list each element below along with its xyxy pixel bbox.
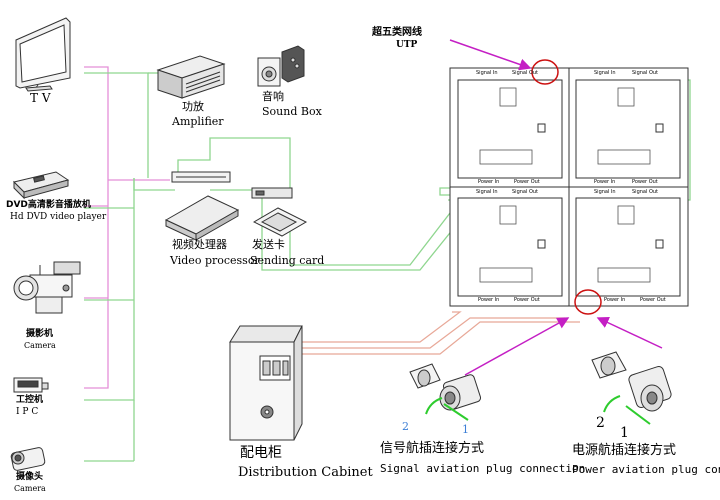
port-signal-in-2: Signal In — [594, 70, 616, 76]
ipc-label-cn: 工控机 — [16, 395, 44, 405]
utp-label-cn: 超五类网线 — [372, 27, 422, 38]
port-signal-out-1: Signal Out — [512, 70, 539, 76]
sending-card-label-en: Sending card — [250, 254, 325, 267]
port-power-out-4: Power Out — [640, 297, 666, 303]
sound-box-label-en: Sound Box — [262, 105, 322, 118]
signal-plug-label-cn: 信号航插连接方式 — [380, 441, 485, 456]
ipc-device — [13, 377, 49, 393]
tv-device — [15, 17, 71, 92]
sending-card-label-cn: 发送卡 — [252, 238, 285, 251]
callout-lines — [449, 39, 663, 376]
amplifier-label-cn: 功放 — [182, 100, 204, 113]
power-step-2: 2 — [596, 415, 605, 431]
dvd-player-device — [13, 171, 70, 200]
power-aviation-plug — [591, 351, 672, 412]
port-power-out-2: Power Out — [632, 179, 658, 185]
distribution-cabinet-label-cn: 配电柜 — [240, 445, 282, 461]
distribution-cabinet-device — [229, 325, 303, 441]
port-signal-out-3: Signal Out — [512, 189, 539, 195]
camera-label-cn: 摄影机 — [26, 329, 54, 339]
port-power-in-4: Power In — [604, 297, 626, 303]
signal-step-2: 2 — [402, 420, 409, 433]
webcam-device — [10, 447, 46, 471]
webcam-label-cn: 摄像头 — [16, 472, 44, 482]
sound-box-label-cn: 音响 — [262, 90, 284, 103]
video-processor-label-en: Video processor — [170, 254, 260, 267]
signal-step-1: 1 — [462, 423, 469, 436]
signal-aviation-plug — [409, 363, 482, 411]
port-signal-out-2: Signal Out — [632, 70, 659, 76]
dvd-label-cn: DVD高清影音播放机 — [6, 200, 91, 210]
sending-card-device — [251, 187, 308, 237]
amplifier-label-en: Amplifier — [172, 115, 224, 128]
plug-direction-arrows — [425, 395, 651, 425]
power-step-1: 1 — [620, 425, 629, 441]
highlight-circles — [531, 59, 602, 315]
port-signal-out-4: Signal Out — [632, 189, 659, 195]
dvd-label-en: Hd DVD video player — [10, 212, 107, 222]
port-signal-in-1: Signal In — [476, 70, 498, 76]
port-power-out-3: Power Out — [514, 297, 540, 303]
port-power-in-1: Power In — [478, 179, 500, 185]
led-cabinet-grid — [449, 67, 689, 307]
sound-box-device — [257, 45, 305, 87]
amplifier-device — [156, 55, 226, 99]
distribution-cabinet-label-en: Distribution Cabinet — [238, 465, 373, 480]
video-cables — [84, 66, 170, 389]
port-power-in-2: Power In — [594, 179, 616, 185]
power-cables — [300, 304, 580, 355]
video-processor-label-cn: 视频处理器 — [172, 238, 227, 251]
tv-label-en: T V — [30, 91, 51, 105]
port-power-out-1: Power Out — [514, 179, 540, 185]
power-plug-label-en: Power aviation plug connec — [572, 463, 720, 476]
port-power-in-3: Power In — [478, 297, 500, 303]
port-signal-in-3: Signal In — [476, 189, 498, 195]
power-plug-label-cn: 电源航插连接方式 — [572, 443, 677, 458]
video-processor-device — [164, 171, 240, 241]
utp-label-en: UTP — [396, 40, 418, 50]
port-signal-in-4: Signal In — [594, 189, 616, 195]
camera-label-en: Camera — [24, 341, 56, 350]
signal-plug-label-en: Signal aviation plug connection — [380, 462, 586, 475]
video-camera-device — [13, 261, 81, 314]
webcam-label-en: Camera — [14, 484, 46, 493]
ipc-label-en: I P C — [16, 407, 39, 417]
